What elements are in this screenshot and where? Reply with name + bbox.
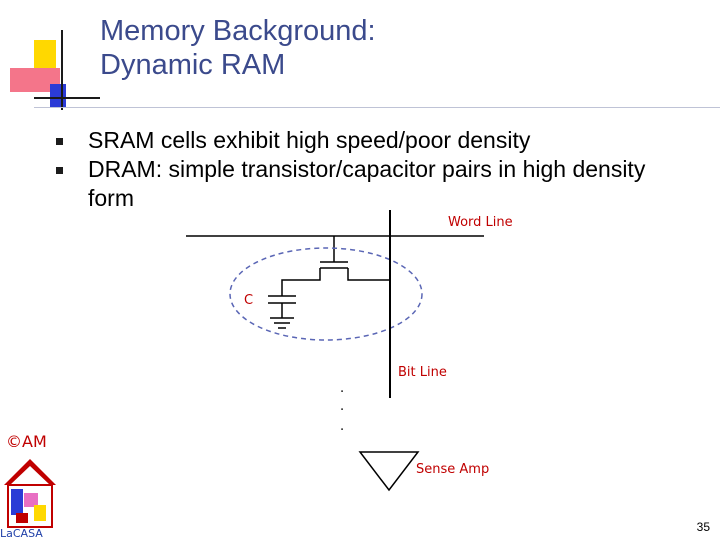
logo-block-red bbox=[16, 513, 28, 523]
title-line-2: Dynamic RAM bbox=[100, 49, 286, 81]
lacasa-logo: LaCASA bbox=[0, 459, 56, 540]
continuation-dot: . bbox=[340, 399, 344, 414]
word-line-label: Word Line bbox=[448, 215, 513, 230]
sense-amp-label: Sense Amp bbox=[416, 462, 489, 477]
title-line-1: Memory Background: bbox=[100, 15, 376, 47]
capacitor-label: C bbox=[244, 293, 253, 308]
continuation-dot: . bbox=[340, 419, 344, 434]
bullet-square-icon bbox=[56, 138, 63, 145]
bullet-text: SRAM cells exhibit high speed/poor densi… bbox=[88, 127, 531, 153]
logo-block-blue bbox=[11, 489, 23, 515]
logo-block-pink bbox=[24, 493, 38, 507]
source-wire bbox=[281, 268, 321, 296]
bullet-item: SRAM cells exhibit high speed/poor densi… bbox=[50, 126, 670, 155]
bullet-item: DRAM: simple transistor/capacitor pairs … bbox=[50, 155, 670, 213]
copyright-text: ©AM bbox=[6, 432, 47, 451]
title-decoration bbox=[10, 30, 100, 110]
title-divider bbox=[34, 107, 720, 108]
bullet-list: SRAM cells exhibit high speed/poor densi… bbox=[50, 126, 670, 213]
logo-house-frame bbox=[7, 484, 53, 528]
bullet-square-icon bbox=[56, 167, 63, 174]
slide-title: Memory Background: Dynamic RAM bbox=[100, 14, 600, 82]
drain-wire bbox=[347, 268, 390, 281]
sense-amp-symbol bbox=[358, 451, 420, 492]
cell-highlight-outline bbox=[229, 247, 423, 341]
bullet-text: DRAM: simple transistor/capacitor pairs … bbox=[88, 156, 646, 211]
logo-block-yellow bbox=[34, 505, 46, 521]
logo-text: LaCASA bbox=[0, 527, 43, 540]
logo-roof bbox=[4, 459, 56, 485]
yellow-block bbox=[34, 40, 56, 76]
page-number: 35 bbox=[696, 520, 710, 534]
continuation-dot: . bbox=[340, 381, 344, 396]
bit-line-label: Bit Line bbox=[398, 365, 447, 380]
